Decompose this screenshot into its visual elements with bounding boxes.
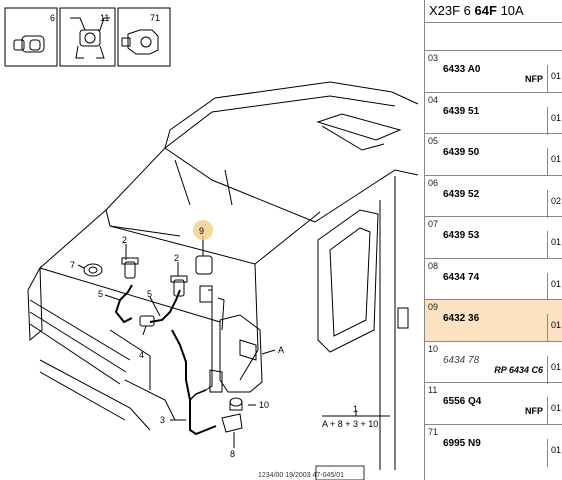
part-reference[interactable]: 6432 36 (443, 313, 480, 324)
part-row-04[interactable]: 04 6439 51 01 (425, 91, 562, 135)
callout-9: 9 (199, 226, 205, 236)
assembly-formula: A + 8 + 3 + 10 (322, 419, 379, 429)
callout-7: 7 (70, 260, 76, 270)
part-quantity: 01 (547, 397, 562, 425)
callout-2-left: 2 (122, 235, 128, 245)
part-quantity: 01 (547, 148, 562, 176)
part-quantity: 01 (547, 438, 562, 467)
part-quantity: 01 (547, 65, 562, 93)
callout-3: 3 (160, 415, 166, 425)
part-seq: 10 (428, 343, 439, 354)
part-note: RP 6434 C6 (494, 364, 543, 375)
section-code-header: X23F 6 64F 10A (425, 0, 562, 22)
callout-2-right: 2 (174, 253, 180, 263)
thumbnail-label-71: 71 (150, 13, 161, 23)
part-seq: 06 (428, 177, 439, 188)
part-seq: 08 (428, 260, 439, 271)
header-spacer (425, 22, 562, 50)
diagram-drawing (4, 7, 419, 480)
part-row-05[interactable]: 05 6439 50 01 (425, 133, 562, 176)
part-row-10[interactable]: 10 6434 78 RP 6434 C6 01 (425, 340, 562, 384)
thumbnail-box-6 (4, 7, 58, 67)
part-seq: 09 (428, 302, 439, 312)
exploded-diagram: 6 11 71 2 2 7 5 5 4 9 A 3 10 8 1 A + 8 +… (4, 7, 419, 480)
callout-5-left: 5 (98, 289, 104, 299)
thumbnail-label-11: 11 (100, 13, 110, 23)
callout-10: 10 (259, 400, 270, 410)
part-reference[interactable]: 6439 51 (443, 105, 480, 117)
callout-1: 1 (353, 404, 359, 414)
callout-A: A (278, 345, 285, 355)
part-seq: 03 (428, 53, 439, 63)
thumbnail-box-11 (59, 7, 116, 67)
code-prefix: X23F 6 (429, 3, 471, 18)
part-row-11[interactable]: 11 6556 Q4 NFP 01 (425, 382, 562, 425)
part-seq: 07 (428, 219, 439, 229)
part-quantity: 01 (547, 355, 562, 384)
part-reference[interactable]: 6556 Q4 (443, 396, 482, 407)
part-reference[interactable]: 6434 78 (443, 354, 480, 366)
part-quantity: 01 (547, 314, 562, 342)
part-seq: 11 (428, 385, 438, 395)
callout-8: 8 (230, 449, 236, 459)
thumbnail-box-71 (117, 7, 171, 67)
part-note: NFP (525, 74, 543, 84)
part-quantity: 02 (547, 189, 562, 218)
parts-list-panel: X23F 6 64F 10A 03 6433 A0 NFP 01 04 6439 51 01… (424, 0, 562, 480)
code-suffix: 10A (500, 3, 524, 18)
reference-strip: 1234/00 19/2003 47-045/01 (258, 472, 345, 479)
part-reference[interactable]: 6439 52 (443, 188, 480, 200)
callout-5-right: 5 (147, 289, 153, 299)
part-reference[interactable]: 6433 A0 (443, 64, 481, 75)
part-row-08[interactable]: 08 6434 74 01 (425, 257, 562, 301)
part-quantity: 01 (547, 106, 562, 135)
callout-4: 4 (139, 350, 145, 360)
part-row-03[interactable]: 03 6433 A0 NFP 01 (425, 50, 562, 93)
callout-9-marker (193, 220, 213, 240)
part-quantity: 01 (547, 272, 562, 301)
part-row-71[interactable]: 71 6995 N9 01 (425, 423, 562, 467)
part-row-06[interactable]: 06 6439 52 02 (425, 174, 562, 218)
part-row-07[interactable]: 07 6439 53 01 (425, 216, 562, 259)
part-note: NFP (525, 406, 543, 416)
part-seq: 05 (428, 136, 439, 146)
part-reference[interactable]: 6439 53 (443, 230, 480, 241)
part-quantity: 01 (547, 231, 562, 259)
part-seq: 04 (428, 94, 439, 105)
part-seq: 71 (428, 426, 439, 437)
thumbnail-label-6: 6 (50, 13, 56, 23)
part-row-09[interactable]: 09 6432 36 01 (425, 299, 562, 342)
part-reference[interactable]: 6439 50 (443, 147, 480, 158)
part-reference[interactable]: 6995 N9 (443, 437, 481, 449)
part-reference[interactable]: 6434 74 (443, 271, 480, 283)
code-bold: 64F (474, 3, 497, 18)
